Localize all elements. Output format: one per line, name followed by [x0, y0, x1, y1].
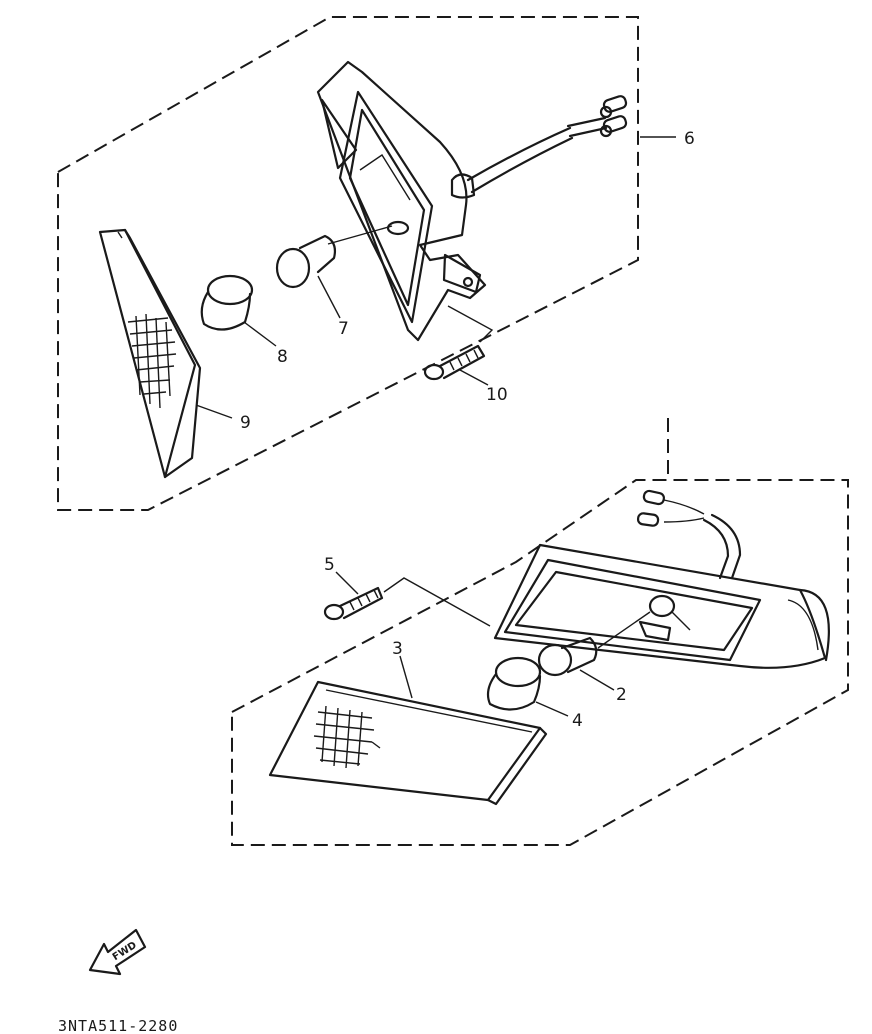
leader-10: [459, 369, 489, 386]
tail-light-assembly-boundary: [57, 16, 639, 511]
callout-6: 6: [684, 129, 695, 149]
flasher-bulb: [537, 611, 651, 677]
leader-2: [579, 669, 615, 691]
tail-light-lens: [98, 228, 202, 479]
flasher-bulb-holder: [486, 656, 542, 711]
tail-light-screw: [423, 344, 486, 381]
leader-7: [317, 275, 341, 319]
flasher-assembly-group: [231, 418, 849, 846]
tail-light-housing: [316, 60, 628, 342]
callout-7: 7: [338, 319, 349, 339]
leader-8: [243, 321, 277, 347]
tail-light-bulb: [275, 225, 393, 289]
flasher-housing: [493, 489, 830, 669]
flasher-lens: [268, 680, 548, 806]
callout-5: 5: [324, 555, 335, 575]
flasher-screw: [323, 586, 384, 621]
tail-light-lens-pattern: [127, 313, 177, 409]
flasher-screw-reference-line: [383, 577, 491, 627]
callout-3: 3: [392, 639, 403, 659]
callout-10: 10: [486, 385, 508, 405]
callout-2: 2: [616, 685, 627, 705]
flasher-lens-pattern: [313, 705, 381, 769]
leader-9: [195, 404, 233, 419]
tail-light-assembly-group: [57, 16, 676, 511]
tail-light-bulb-holder: [200, 274, 254, 331]
flasher-assembly-boundary: [231, 479, 849, 846]
callout-4: 4: [572, 711, 583, 731]
leader-5: [335, 571, 359, 595]
screw-reference-line: [447, 305, 494, 343]
callout-8: 8: [277, 347, 288, 367]
leader-4: [535, 701, 569, 717]
part-code: 3NTA511-2280: [58, 1017, 178, 1034]
leader-3: [399, 655, 413, 699]
fwd-arrow-icon: FWD: [88, 928, 147, 976]
callout-9: 9: [240, 413, 251, 433]
